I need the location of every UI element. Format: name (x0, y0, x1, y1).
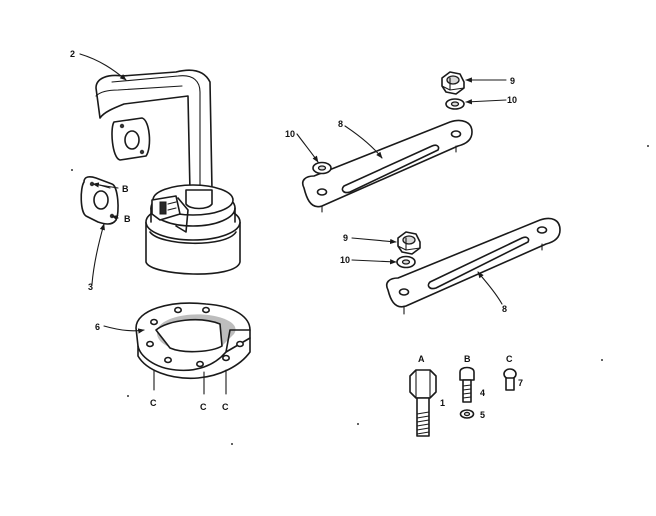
label-screw-b-letter: B (464, 354, 471, 364)
screw-c (503, 368, 517, 391)
gasket (80, 176, 119, 225)
washer-upper-top (445, 98, 465, 110)
label-strap-lower: 8 (502, 304, 507, 314)
bolt-a (409, 369, 437, 437)
label-tab-b-top: B (122, 184, 129, 194)
label-screw-b-number: 4 (480, 388, 485, 398)
nut-upper (441, 71, 465, 95)
label-nut-upper: 9 (510, 76, 515, 86)
label-gasket: 3 (88, 282, 93, 292)
screw-b (459, 366, 475, 403)
label-screw-c-number: 7 (518, 378, 523, 388)
leader-lines (79, 53, 507, 334)
washer-b (459, 409, 475, 419)
strap-upper (301, 119, 473, 213)
label-tab-c-2: C (200, 402, 207, 412)
label-tab-c-3: C (222, 402, 229, 412)
washer-upper-left (312, 161, 332, 175)
muffler-body (145, 184, 241, 275)
label-exhaust-pipe: 2 (70, 49, 75, 59)
exhaust-pipe (95, 69, 213, 193)
label-washer-lower: 10 (340, 255, 350, 265)
label-washer-b-number: 5 (480, 410, 485, 420)
label-bolt-a-number: 1 (440, 398, 445, 408)
nut-lower (397, 231, 421, 255)
print-specks (71, 145, 649, 445)
label-nut-lower: 9 (343, 233, 348, 243)
label-tab-b-bottom: B (124, 214, 131, 224)
label-bolt-a-letter: A (418, 354, 425, 364)
label-tab-c-1: C (150, 398, 157, 408)
label-washer-upper-left: 10 (285, 129, 295, 139)
label-screw-c-letter: C (506, 354, 513, 364)
washer-lower (396, 255, 416, 269)
muffler-bracket (135, 302, 251, 395)
label-strap-upper: 8 (338, 119, 343, 129)
strap-lower (385, 217, 561, 315)
callout-labels: 2 3 6 B B C C C 8 10 9 10 9 10 8 A 1 B 4… (70, 49, 523, 420)
label-muffler-bracket: 6 (95, 322, 100, 332)
label-washer-upper-top: 10 (507, 95, 517, 105)
